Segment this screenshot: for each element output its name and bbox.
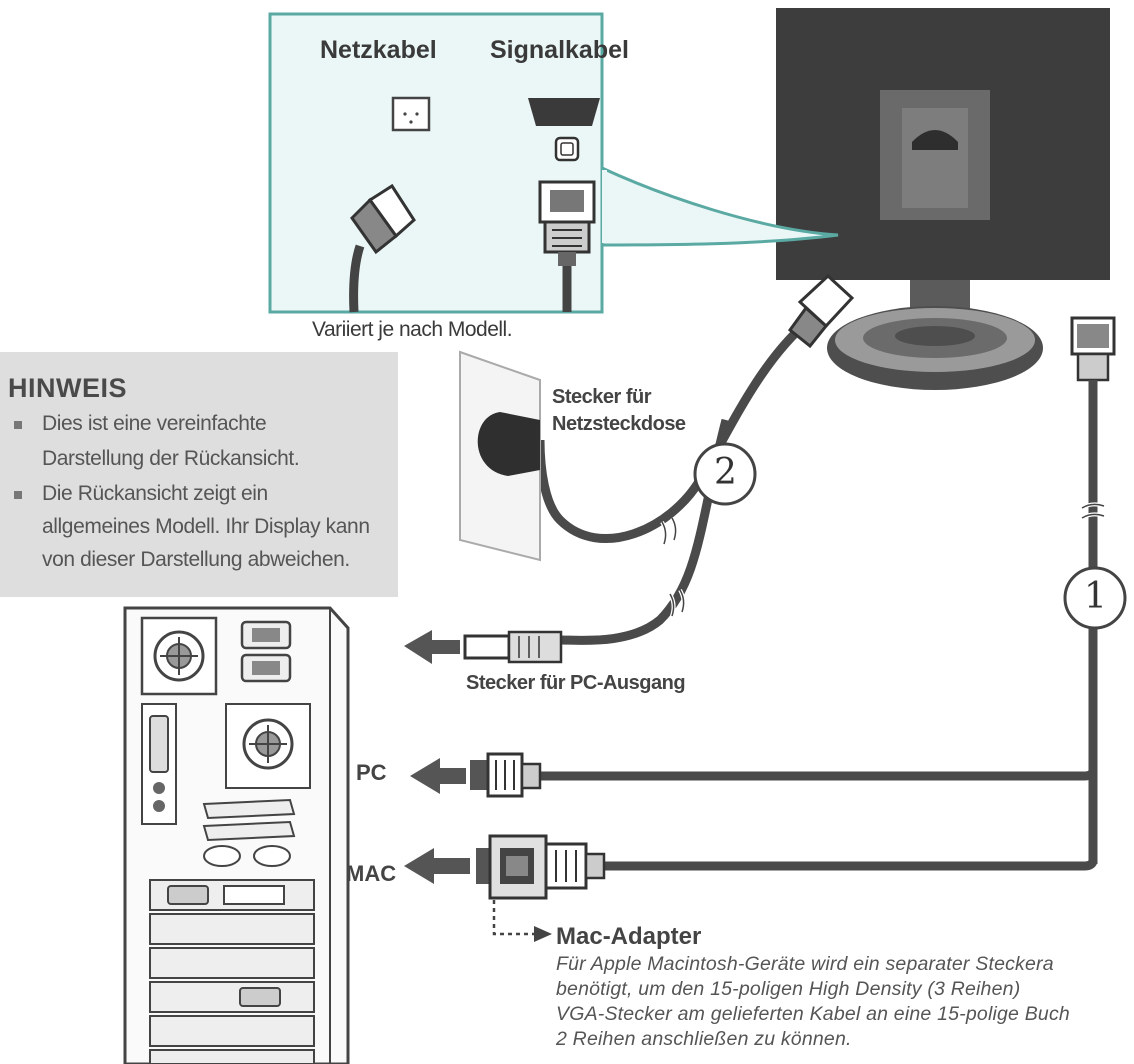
power-cable-label: Netzkabel [320, 36, 437, 64]
inset-vga-connector [538, 180, 596, 312]
arrow-mac [404, 848, 470, 884]
inset-power-connector [349, 183, 416, 313]
bullet-icon [14, 421, 22, 429]
wall-outlet [459, 350, 541, 562]
step-1-number: 1 [1084, 576, 1107, 617]
arrow-pc [410, 758, 466, 794]
arrow-pc-power [404, 630, 460, 664]
adapter-text-line: benötigt, um den 15-poligen High Density… [556, 978, 1021, 1000]
signal-cable-label: Signalkabel [490, 36, 629, 64]
note-line: allgemeines Modell. Ihr Display kann [42, 515, 370, 538]
adapter-text-line: Für Apple Macintosh-Geräte wird ein sepa… [556, 953, 1054, 975]
adapter-text-line: VGA-Stecker am gelieferten Kabel an eine… [556, 1003, 1070, 1025]
step-2-badge [693, 442, 757, 506]
note-heading: HINWEIS [8, 373, 128, 403]
mac-adapter [476, 834, 548, 900]
inset-box [268, 12, 604, 314]
pc-tower [123, 606, 350, 1064]
mac-label: MAC [346, 861, 397, 886]
pc-power-plug [463, 630, 563, 664]
adapter-text-line: 2 Reihen anschließen zu können. [556, 1028, 852, 1050]
mac-vga-connector [544, 842, 606, 890]
note-line: von dieser Darstellung abweichen. [42, 548, 350, 571]
note-line: Dies ist eine vereinfachte [42, 412, 267, 435]
note-line: Darstellung der Rückansicht. [42, 447, 300, 470]
note-line: Die Rückansicht zeigt ein [42, 482, 268, 505]
pc-vga-connector [470, 752, 542, 798]
variant-note: Variiert je nach Modell. [312, 318, 513, 341]
wall-plug-label: Stecker für Netzsteckdose [552, 384, 686, 438]
step-2-number: 2 [714, 452, 737, 493]
pc-plug-label: Stecker für PC-Ausgang [466, 672, 686, 694]
wall-plug-label-line: Netzsteckdose [552, 413, 686, 435]
power-cable [535, 273, 855, 645]
wall-plug-label-line: Stecker für [552, 386, 651, 408]
monitor-rear [776, 8, 1110, 390]
inset-power-port [391, 96, 431, 132]
step-1-badge [1063, 566, 1127, 630]
inset-signal-port [528, 98, 600, 126]
bullet-icon [14, 491, 22, 499]
adapter-title: Mac-Adapter [556, 923, 702, 950]
pc-label: PC [356, 760, 387, 785]
adapter-lead-line [492, 900, 536, 936]
note-box [0, 352, 398, 597]
